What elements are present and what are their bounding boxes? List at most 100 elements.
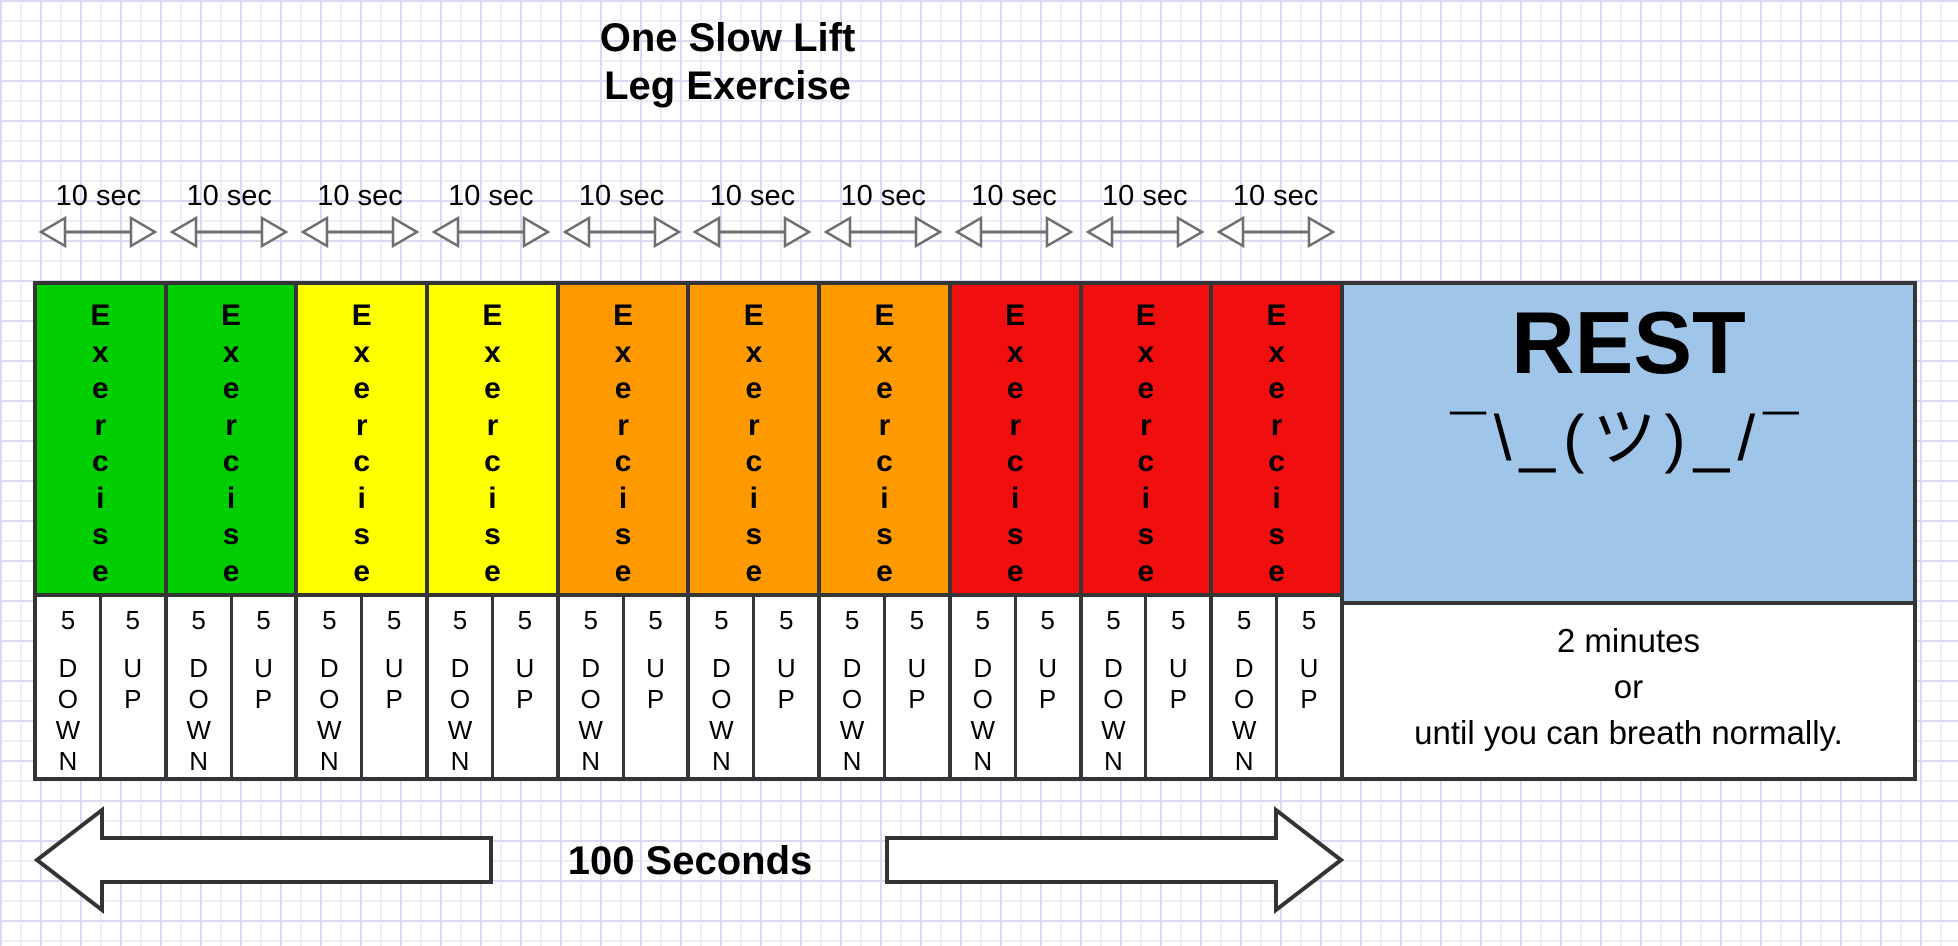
exercise-letter: e <box>353 554 371 588</box>
exercise-letter: i <box>96 481 105 515</box>
exercise-letter: e <box>1006 554 1024 588</box>
timer-cell-7: 10 sec <box>818 180 949 250</box>
rest-cell: REST ¯\_(ツ)_/¯ <box>1343 285 1913 605</box>
down-cell-letter: D <box>1234 653 1254 683</box>
exercise-letter: e <box>745 372 763 405</box>
down-cell-letter: W <box>839 715 865 745</box>
timer-cell-10: 10 sec <box>1210 180 1341 250</box>
down-cell-letter: N <box>1234 746 1254 776</box>
exercise-letter: c <box>614 445 632 478</box>
seconds-count: 5 <box>191 605 206 635</box>
seconds-count: 5 <box>1236 605 1252 635</box>
exercise-letter: r <box>1270 408 1283 442</box>
down-cell-letter: N <box>1104 746 1123 776</box>
seconds-count: 5 <box>60 605 76 635</box>
exercise-letter: c <box>353 445 371 478</box>
rest-column: REST ¯\_(ツ)_/¯ 2 minutes or until you ca… <box>1343 285 1913 777</box>
rest-title: REST <box>1511 293 1746 392</box>
total-seconds-label: 100 Seconds <box>567 839 813 883</box>
down-cell-letter: D <box>711 653 731 683</box>
exercise-letter: x <box>92 335 109 369</box>
down-cell-letter: O <box>841 684 863 714</box>
exercise-letter: e <box>745 554 763 588</box>
exercise-letter: E <box>1005 299 1026 332</box>
right-arrow-shape <box>885 805 1344 915</box>
exercise-letter: i <box>618 481 628 515</box>
down-cell-letter: W <box>709 715 734 745</box>
exercise-letter: c <box>222 445 240 478</box>
exercise-letter: c <box>1006 445 1024 478</box>
double-arrow-icon <box>692 215 812 249</box>
timer-label: 10 sec <box>709 180 796 212</box>
down-cell-letter: W <box>1231 715 1257 745</box>
exercise-letter: s <box>1268 518 1285 551</box>
exercise-letter: x <box>484 335 501 369</box>
up-cell-letter: P <box>777 684 795 714</box>
exercise-letter: e <box>1268 372 1285 405</box>
exercise-letter: r <box>94 408 107 442</box>
exercise-letter: r <box>1009 408 1021 442</box>
exercise-letter: r <box>878 408 891 442</box>
exercise-letter: r <box>355 408 368 442</box>
exercise-letter: x <box>1006 335 1024 369</box>
down-cell-letter: N <box>58 746 78 776</box>
exercise-letter: s <box>484 518 501 551</box>
timer-cell-8: 10 sec <box>949 180 1080 250</box>
seconds-count: 5 <box>452 605 468 635</box>
up-cell-letter: U <box>123 653 143 683</box>
exercise-letter: E <box>1135 299 1156 332</box>
up-cell-letter: P <box>1169 684 1187 714</box>
seconds-count: 5 <box>517 605 533 635</box>
down-cell-letter: N <box>842 746 862 776</box>
timer-label: 10 sec <box>578 180 665 212</box>
rest-note-cell: 2 minutes or until you can breath normal… <box>1343 605 1913 777</box>
up-cell-letter: P <box>124 684 142 714</box>
seconds-count: 5 <box>844 605 860 635</box>
down-cell-letter: D <box>581 653 601 683</box>
down-cell-letter: N <box>319 746 339 776</box>
rest-note-line-1: 2 minutes <box>1556 622 1700 659</box>
exercise-letter: e <box>1006 372 1024 405</box>
seconds-count: 5 <box>714 605 729 635</box>
up-cell-letter: P <box>254 684 273 714</box>
down-cell-letter: N <box>189 746 208 776</box>
up-cell-letter: U <box>1299 653 1319 683</box>
up-cell-letter: P <box>1300 684 1318 714</box>
seconds-count: 5 <box>1301 605 1317 635</box>
down-cell-letter: D <box>450 653 470 683</box>
down-cell-letter: O <box>449 684 471 714</box>
exercise-letter: s <box>745 518 763 551</box>
timer-label: 10 sec <box>317 180 403 212</box>
exercise-letter: r <box>617 408 629 442</box>
down-cell-letter: O <box>188 684 209 714</box>
double-arrow-icon <box>823 215 943 249</box>
title-line-2: Leg Exercise <box>604 64 851 108</box>
exercise-letter: x <box>222 335 240 369</box>
timer-cell-3: 10 sec <box>295 180 426 250</box>
timer-label: 10 sec <box>1102 180 1188 212</box>
exercise-letter: e <box>876 554 893 588</box>
exercise-letter: i <box>226 481 236 515</box>
exercise-letter: e <box>484 372 501 405</box>
exercise-letter: E <box>874 299 895 332</box>
